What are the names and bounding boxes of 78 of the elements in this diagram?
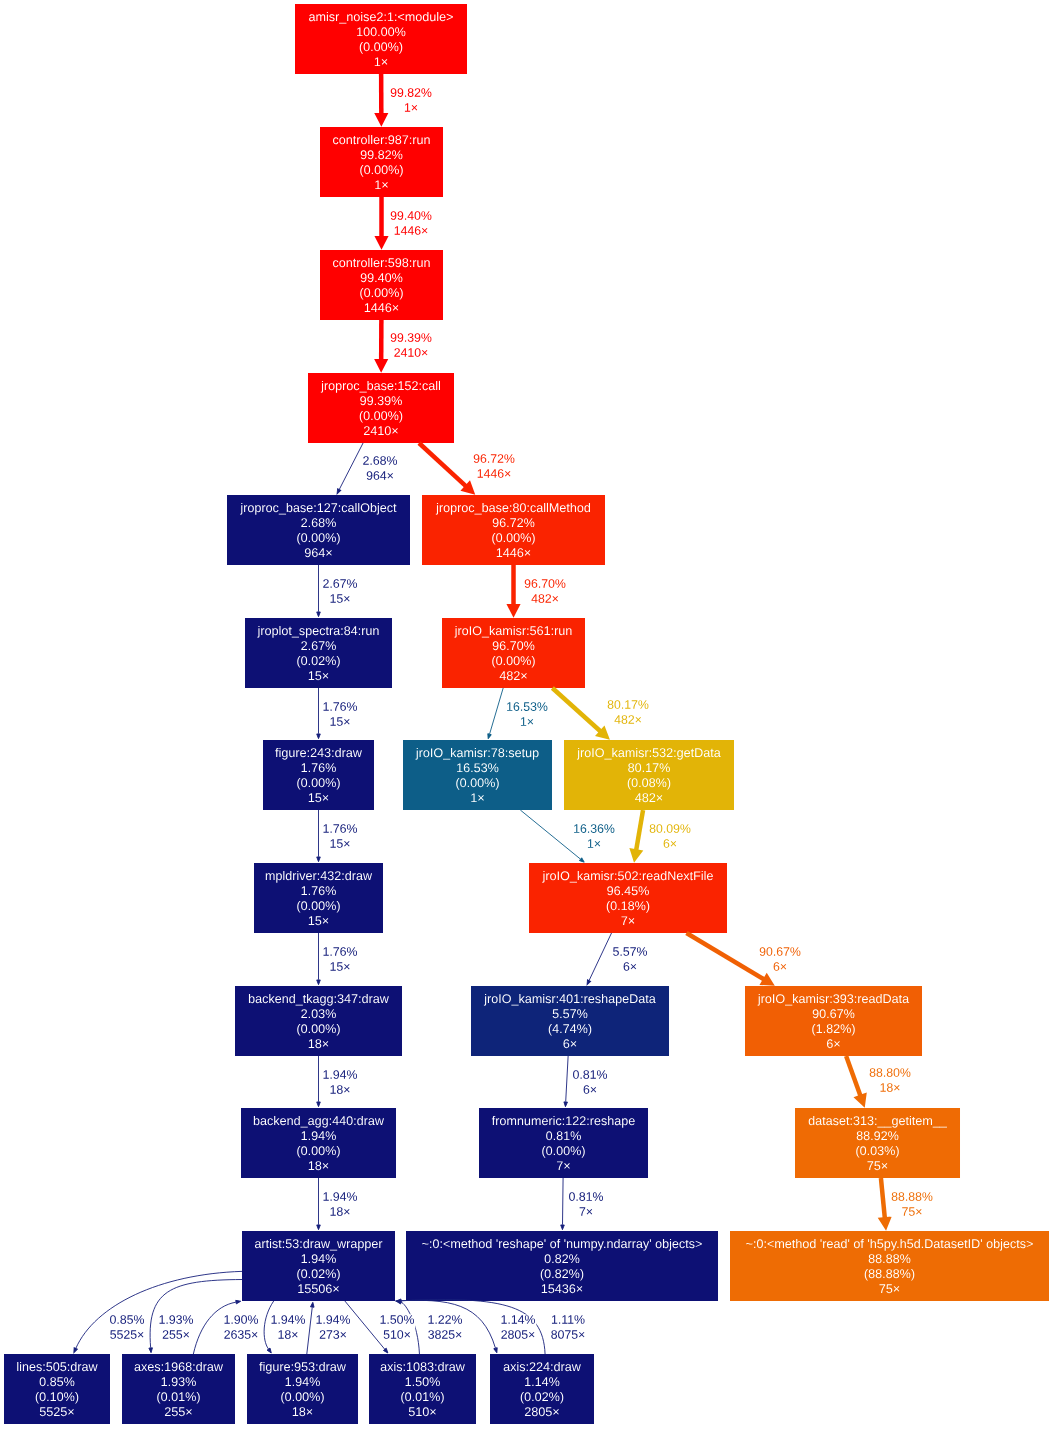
function-box: jroIO_kamisr:532:getData 80.17% (0.08%) 482×	[564, 740, 734, 810]
arrow	[519, 809, 585, 863]
arrow	[394, 1299, 498, 1354]
arrow	[344, 1300, 389, 1354]
arrow	[263, 1300, 275, 1354]
edge-label: 88.80% 18×	[868, 1067, 912, 1093]
function-box: fromnumeric:122:reshape 0.81% (0.00%) 7×	[479, 1108, 648, 1178]
arrow	[316, 1055, 321, 1108]
edge-label: 1.76% 15×	[321, 701, 359, 727]
arrow	[560, 1177, 565, 1231]
function-box: jroproc_base:127:callObject 2.68% (0.00%) 964×	[227, 495, 410, 565]
function-box: axis:1083:draw 1.50% (0.01%) 510×	[369, 1354, 476, 1424]
function-box: lines:505:draw 0.85% (0.10%) 5525×	[4, 1354, 110, 1424]
function-box: jroIO_kamisr:561:run 96.70% (0.00%) 482×	[442, 618, 585, 688]
edge-label: 1.94% 18×	[321, 1191, 359, 1217]
edge-label: 1.94% 273×	[314, 1314, 352, 1340]
edge-label: 1.76% 15×	[321, 823, 359, 849]
arrow	[316, 809, 321, 863]
arrow	[192, 1299, 242, 1355]
arrow	[316, 687, 321, 740]
function-box: jroplot_spectra:84:run 2.67% (0.02%) 15×	[245, 618, 392, 688]
edge-label: 2.68% 964×	[361, 455, 399, 481]
edge-label: 1.93% 255×	[157, 1314, 195, 1340]
function-box: jroIO_kamisr:502:readNextFile 96.45% (0.18%) 7×	[529, 863, 727, 933]
edge-label: 80.17% 482×	[606, 699, 650, 725]
edge-label: 0.81% 6×	[571, 1069, 609, 1095]
edge-label: 0.81% 7×	[567, 1191, 605, 1217]
function-box: jroproc_base:152:call 99.39% (0.00%) 2410×	[308, 373, 454, 443]
arrow	[487, 687, 504, 740]
edge-label: 1.50% 510×	[378, 1314, 416, 1340]
edge-label: 1.76% 15×	[321, 946, 359, 972]
edge-label: 99.39% 2410×	[389, 332, 433, 358]
function-box: jroproc_base:80:callMethod 96.72% (0.00%) 1446×	[422, 495, 605, 565]
edge-label: 1.22% 3825×	[426, 1314, 464, 1340]
edge-label: 16.53% 1×	[505, 701, 549, 727]
arrow	[316, 932, 321, 986]
edge-label: 1.14% 2805×	[499, 1314, 537, 1340]
arrow	[395, 1298, 546, 1355]
edge-label: 99.40% 1446×	[389, 210, 433, 236]
function-box: controller:598:run 99.40% (0.00%) 1446×	[320, 250, 443, 320]
arrow	[586, 932, 612, 986]
function-box: ~:0:<method 'reshape' of 'numpy.ndarray' objects> 0.82% (0.82%) 15436×	[406, 1231, 718, 1301]
edge-label: 99.82% 1×	[389, 87, 433, 113]
arrow	[563, 1055, 569, 1108]
arrow	[148, 1279, 243, 1354]
function-box: jroIO_kamisr:78:setup 16.53% (0.00%) 1×	[403, 740, 552, 810]
edge-label: 1.94% 18×	[269, 1314, 307, 1340]
edge-label: 88.88% 75×	[890, 1191, 934, 1217]
edge-label: 90.67% 6×	[758, 946, 802, 972]
edge-label: 80.09% 6×	[648, 823, 692, 849]
edge-label: 0.85% 5525×	[108, 1314, 146, 1340]
function-box: artist:53:draw_wrapper 1.94% (0.02%) 15506×	[242, 1231, 395, 1301]
edge-label: 1.94% 18×	[321, 1069, 359, 1095]
edge-label: 16.36% 1×	[572, 823, 616, 849]
function-box: ~:0:<method 'read' of 'h5py.h5d.DatasetID' objects> 88.88% (88.88%) 75×	[730, 1231, 1049, 1301]
arrow	[73, 1270, 243, 1354]
edge-label: 96.70% 482×	[523, 578, 567, 604]
function-box: controller:987:run 99.82% (0.00%) 1×	[320, 127, 443, 197]
edge-label: 96.72% 1446×	[472, 453, 516, 479]
function-box: dataset:313:__getitem__ 88.92% (0.03%) 75×	[795, 1108, 960, 1178]
function-box: axes:1968:draw 1.93% (0.01%) 255×	[122, 1354, 235, 1424]
function-box: figure:243:draw 1.76% (0.00%) 15×	[263, 740, 374, 810]
edge-label: 2.67% 15×	[321, 578, 359, 604]
function-box: axis:224:draw 1.14% (0.02%) 2805×	[490, 1354, 594, 1424]
edge-label: 1.11% 8075×	[549, 1314, 587, 1340]
function-box: amisr_noise2:1:<module> 100.00% (0.00%) 1×	[295, 4, 467, 74]
function-box: backend_agg:440:draw 1.94% (0.00%) 18×	[241, 1108, 396, 1178]
arrow	[316, 564, 321, 618]
arrow	[316, 1177, 321, 1231]
arrow	[306, 1301, 315, 1355]
function-box: jroIO_kamisr:393:readData 90.67% (1.82%) 6×	[745, 986, 922, 1056]
function-box: jroIO_kamisr:401:reshapeData 5.57% (4.74%) 6×	[471, 986, 669, 1056]
function-box: mpldriver:432:draw 1.76% (0.00%) 15×	[254, 863, 383, 933]
arrow	[336, 442, 364, 495]
function-box: backend_tkagg:347:draw 2.03% (0.00%) 18×	[235, 986, 402, 1056]
edge-label: 5.57% 6×	[611, 946, 649, 972]
function-box: figure:953:draw 1.94% (0.00%) 18×	[247, 1354, 358, 1424]
edge-label: 1.90% 2635×	[222, 1314, 260, 1340]
